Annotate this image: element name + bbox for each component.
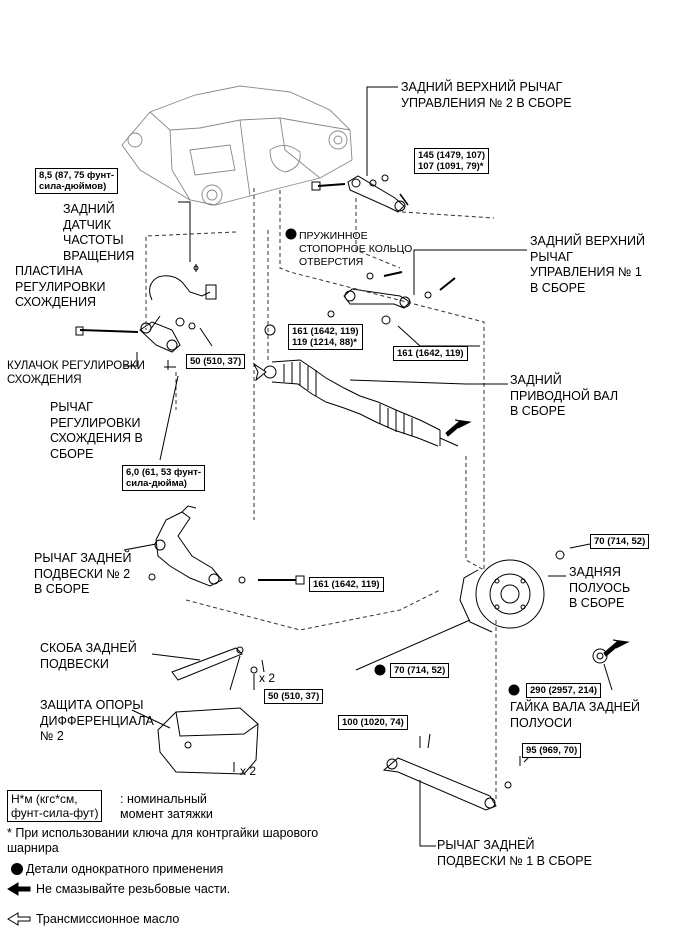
legend-non-reusable: Детали однократного применения bbox=[26, 862, 224, 876]
label-speed-sensor: ЗАДНИЙ ДАТЧИК ЧАСТОТЫ ВРАЩЕНИЯ bbox=[63, 202, 135, 263]
upper-arm-no1 bbox=[327, 271, 456, 325]
label-drive-shaft: ЗАДНИЙ ПРИВОДНОЙ ВАЛ В СБОРЕ bbox=[510, 373, 619, 418]
torque-speed-sensor: 8,5 (87, 75 фунт- сила-дюймов) bbox=[35, 168, 119, 194]
label-rear-arm-no2: РЫЧАГ ЗАДНЕЙ ПОДВЕСКИ № 2 В СБОРЕ bbox=[34, 551, 132, 596]
label-bracket: СКОБА ЗАДНЕЙ ПОДВЕСКИ bbox=[40, 641, 137, 671]
label-toe-cam: КУЛАЧОК РЕГУЛИРОВКИ СХОЖДЕНИЯ bbox=[7, 360, 145, 386]
label-diff-guard: ЗАЩИТА ОПОРЫ ДИФФЕРЕНЦИАЛА № 2 bbox=[40, 698, 154, 743]
torque-arm2-top: 145 (1479, 107) 107 (1091, 79)* bbox=[414, 148, 490, 174]
rear-arm-no2 bbox=[148, 505, 305, 587]
legend-oil: Трансмиссионное масло bbox=[36, 912, 180, 926]
torque-arm1-b: 161 (1642, 119) bbox=[393, 346, 468, 361]
label-axle-nut: ГАЙКА ВАЛА ЗАДНЕЙ ПОЛУОСИ bbox=[510, 700, 641, 730]
dash-lines bbox=[145, 188, 497, 800]
rear-axle-hub bbox=[459, 550, 608, 664]
torque-toe-bolt: 6,0 (61, 53 фунт- сила-дюйма) bbox=[122, 465, 206, 491]
label-x2-top: x 2 bbox=[259, 671, 276, 685]
torque-arm1-left: 100 (1020, 74) bbox=[338, 715, 408, 730]
drive-shaft bbox=[263, 324, 459, 447]
upper-arm-no2 bbox=[311, 174, 409, 213]
torque-hub-top: 70 (714, 52) bbox=[590, 534, 650, 549]
no-grease-legend-icon bbox=[7, 882, 31, 896]
rear-arm-no1 bbox=[382, 736, 521, 811]
rear-subframe bbox=[121, 85, 353, 206]
torque-arm1-right: 95 (969, 70) bbox=[522, 743, 582, 758]
label-snap-ring: ПРУЖИННОЕ СТОПОРНОЕ КОЛЬЦО ОТВЕРСТИЯ bbox=[299, 230, 413, 268]
toe-adjust-arm bbox=[75, 317, 196, 370]
legend-torque-box: Н*м (кгс*см, фунт-сила-фут) bbox=[7, 790, 103, 822]
torque-axle-nut: 290 (2957, 214) bbox=[526, 683, 602, 698]
torque-bracket: 50 (510, 37) bbox=[264, 689, 324, 704]
label-toe-arm: РЫЧАГ РЕГУЛИРОВКИ СХОЖДЕНИЯ В СБОРЕ bbox=[50, 400, 143, 461]
non-reusable-legend-icon bbox=[11, 863, 23, 875]
legend-note: * При использовании ключа для контргайки… bbox=[7, 826, 319, 855]
label-x2-bottom: x 2 bbox=[240, 764, 257, 778]
label-toe-plate: ПЛАСТИНА РЕГУЛИРОВКИ СХОЖДЕНИЯ bbox=[15, 264, 106, 309]
label-rear-upper-arm-no2: ЗАДНИЙ ВЕРХНИЙ РЫЧАГ УПРАВЛЕНИЯ № 2 В СБ… bbox=[401, 80, 572, 110]
torque-arm1-a: 161 (1642, 119) 119 (1214, 88)* bbox=[288, 324, 363, 350]
torque-hub-bottom: 70 (714, 52) bbox=[390, 663, 450, 678]
oil-legend-icon bbox=[7, 912, 31, 926]
suspension-bracket bbox=[171, 646, 258, 690]
no-grease-arrows bbox=[445, 419, 630, 657]
legend-torque-desc: : номинальный момент затяжки bbox=[120, 792, 213, 821]
label-rear-arm-no1: РЫЧАГ ЗАДНЕЙ ПОДВЕСКИ № 1 В СБОРЕ bbox=[437, 838, 592, 868]
legend-no-grease: Не смазывайте резьбовые части. bbox=[36, 882, 231, 896]
non-reusable-marks bbox=[285, 228, 520, 696]
torque-toe-nut: 50 (510, 37) bbox=[186, 354, 246, 369]
torque-arm2-bolt: 161 (1642, 119) bbox=[309, 577, 384, 592]
label-axle-hub: ЗАДНЯЯ ПОЛУОСЬ В СБОРЕ bbox=[569, 565, 631, 610]
diff-support-guard bbox=[157, 707, 259, 775]
label-rear-upper-arm-no1: ЗАДНИЙ ВЕРХНИЙ РЫЧАГ УПРАВЛЕНИЯ № 1 В СБ… bbox=[530, 234, 646, 295]
oil-arrow bbox=[252, 362, 267, 382]
speed-sensor bbox=[149, 264, 217, 301]
